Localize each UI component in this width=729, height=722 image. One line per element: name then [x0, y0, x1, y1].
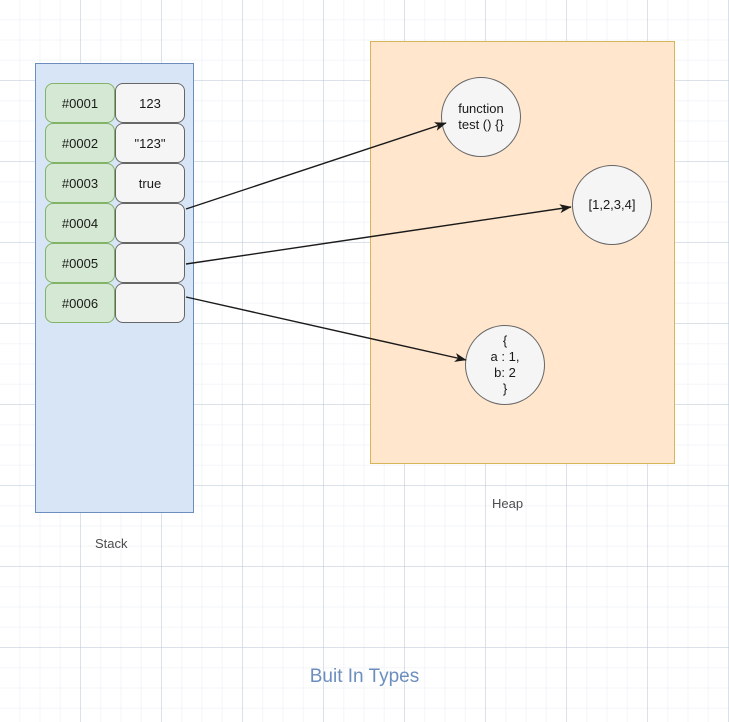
- heap-node-object-line2: a : 1,: [490, 348, 520, 364]
- table-row[interactable]: #0004: [45, 203, 185, 243]
- heap-node-function-line2: test () {}: [458, 117, 504, 132]
- stack-value-cell[interactable]: true: [115, 163, 185, 203]
- heap-node-array-line1: [1,2,3,4]: [588, 196, 636, 212]
- heap-node-object-line1: {: [502, 332, 508, 348]
- table-row[interactable]: #0006: [45, 283, 185, 323]
- stack-caption: Stack: [95, 536, 128, 551]
- heap-node-function-line1: function: [458, 100, 504, 116]
- heap-node-function[interactable]: function test () {}: [441, 77, 521, 157]
- stack-address-cell[interactable]: #0005: [45, 243, 115, 283]
- stack-address-cell[interactable]: #0002: [45, 123, 115, 163]
- table-row[interactable]: #0005: [45, 243, 185, 283]
- page-title: Buit In Types: [309, 666, 420, 687]
- stack-rows: #0001 123 #0002 "123" #0003 true #0004 #…: [45, 83, 185, 323]
- table-row[interactable]: #0003 true: [45, 163, 185, 203]
- table-row[interactable]: #0002 "123": [45, 123, 185, 163]
- heap-caption: Heap: [492, 496, 524, 511]
- stack-value-cell[interactable]: 123: [115, 83, 185, 123]
- stack-address-cell[interactable]: #0003: [45, 163, 115, 203]
- stack-value-cell[interactable]: [115, 203, 185, 243]
- stack-address-cell[interactable]: #0004: [45, 203, 115, 243]
- stack-address-cell[interactable]: #0001: [45, 83, 115, 123]
- stack-value-cell[interactable]: "123": [115, 123, 185, 163]
- table-row[interactable]: #0001 123: [45, 83, 185, 123]
- heap-node-object[interactable]: { a : 1, b: 2 }: [465, 325, 545, 405]
- heap-node-array[interactable]: [1,2,3,4]: [572, 165, 652, 245]
- heap-node-object-line3: b: 2: [494, 365, 516, 380]
- stack-value-cell[interactable]: [115, 243, 185, 283]
- stack-address-cell[interactable]: #0006: [45, 283, 115, 323]
- stack-value-cell[interactable]: [115, 283, 185, 323]
- heap-node-object-line4: }: [502, 381, 508, 397]
